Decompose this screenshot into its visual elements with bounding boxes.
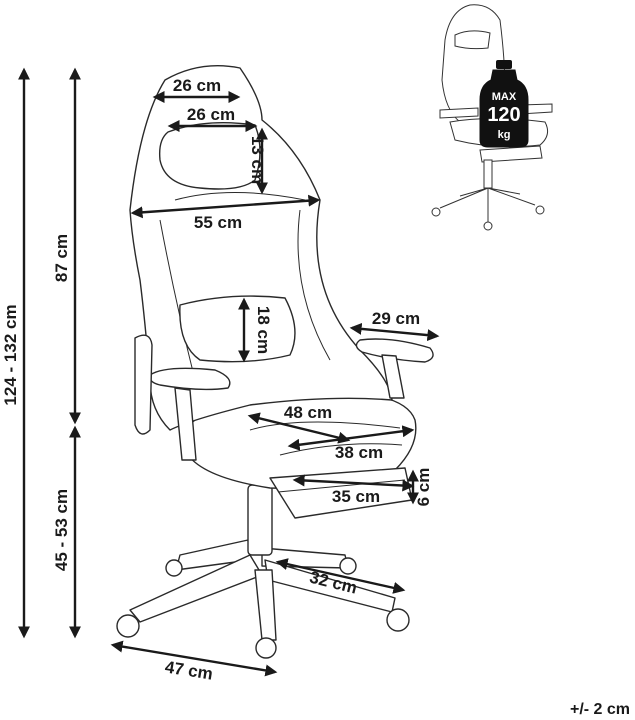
seat-width-label: 48 cm <box>284 403 332 422</box>
pillow-height-label: 13 cm <box>248 136 267 184</box>
armrest-length-label: 29 cm <box>372 309 420 328</box>
right-armrest <box>355 338 434 363</box>
weight-icon <box>479 69 529 148</box>
left-armrest <box>149 367 231 391</box>
neck-pillow <box>158 121 261 190</box>
tolerance-note: +/- 2 cm <box>570 701 630 718</box>
total-height-label: 124 - 132 cm <box>1 304 20 405</box>
max-unit: kg <box>498 129 511 141</box>
headrest-top-width-label: 26 cm <box>173 76 221 95</box>
pillow-width-label: 26 cm <box>187 105 235 124</box>
chair-base <box>116 539 410 659</box>
footrest-width-label: 35 cm <box>332 487 380 506</box>
lumbar-pillow <box>179 295 296 363</box>
max-label: MAX <box>492 91 517 103</box>
lumbar-height-label: 18 cm <box>254 306 273 354</box>
seat-height-label: 45 - 53 cm <box>52 489 71 571</box>
max-value: 120 <box>487 104 520 126</box>
gas-lift <box>247 484 273 556</box>
backrest-width-label: 55 cm <box>194 213 242 232</box>
back-height-label: 87 cm <box>52 234 71 282</box>
max-load-chair-icon: MAX 120 kg <box>431 4 553 231</box>
chair-illustration <box>116 65 434 659</box>
footrest-height-label: 6 cm <box>414 468 433 507</box>
seat-depth-label: 38 cm <box>335 443 383 462</box>
